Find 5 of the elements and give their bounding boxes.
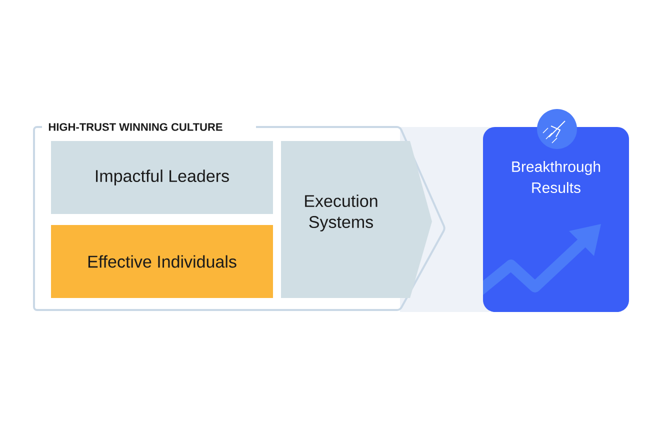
block: Impactful Leaders bbox=[51, 141, 273, 214]
node-label: HIGH-TRUST WINNING CULTURE bbox=[48, 123, 222, 131]
result-card: Breakthrough Results bbox=[483, 127, 629, 312]
chevron-block: Execution Systems bbox=[281, 141, 432, 298]
block: Effective Individuals bbox=[51, 225, 273, 298]
